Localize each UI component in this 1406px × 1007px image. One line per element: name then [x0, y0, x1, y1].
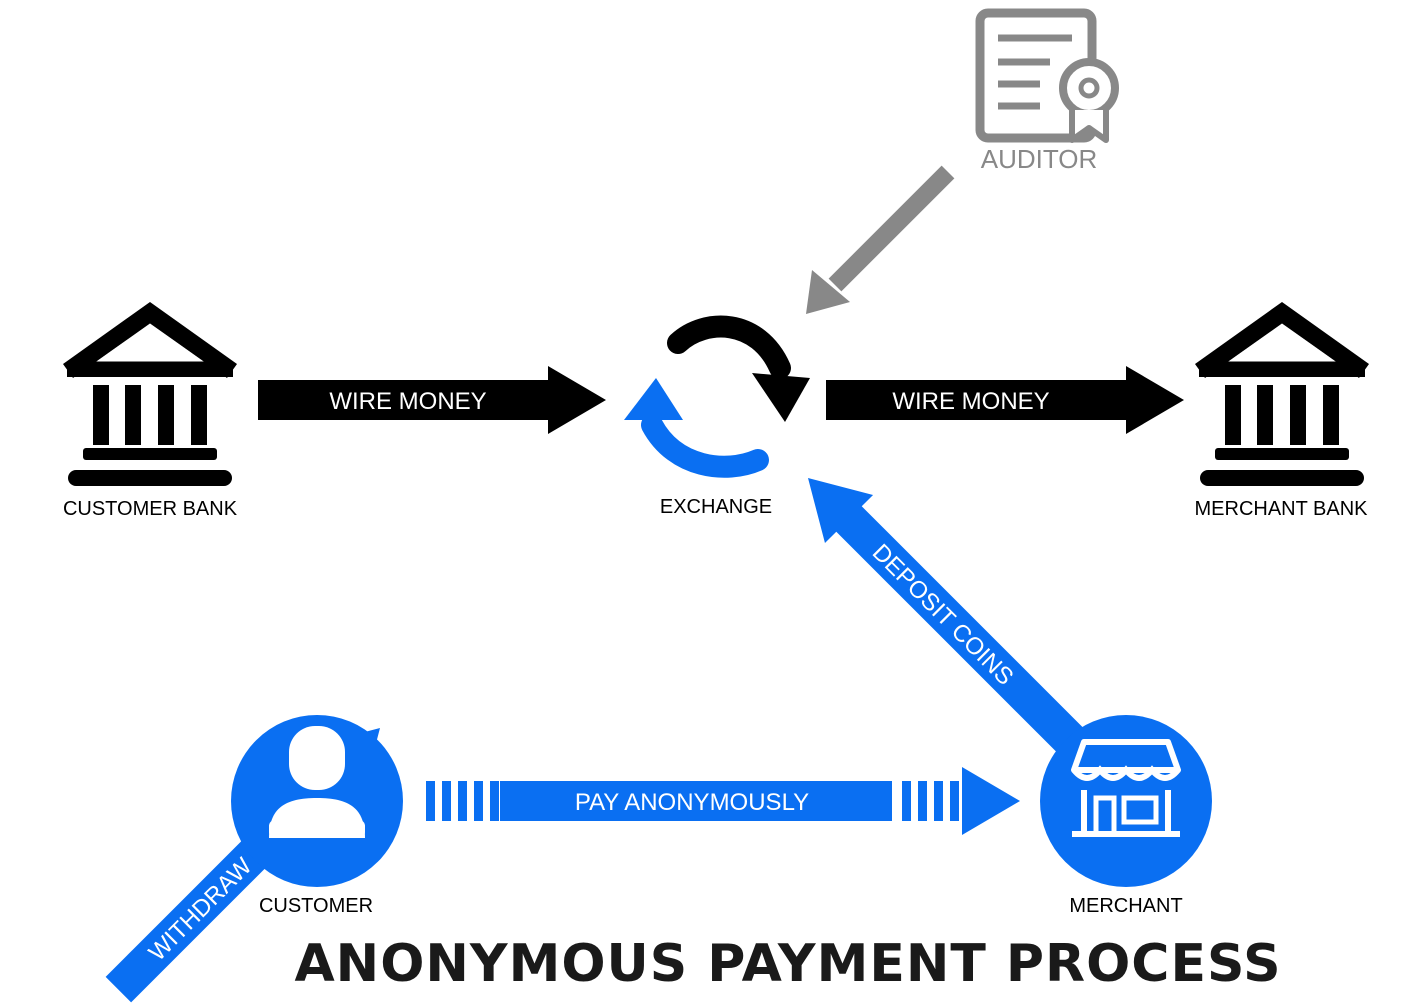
bank-icon: [1195, 302, 1369, 486]
person-icon: [269, 726, 365, 838]
merchant-label: MERCHANT: [1069, 895, 1182, 917]
wire-money-out-label: WIRE MONEY: [892, 388, 1049, 415]
deposit-coins-arrow: DEPOSIT COINS: [808, 478, 1107, 777]
pay-anonymously-arrow: PAY ANONYMOUSLY: [426, 767, 1020, 835]
wire-money-arrow-in: WIRE MONEY: [258, 366, 606, 434]
bank-icon: [63, 302, 237, 486]
exchange-label: EXCHANGE: [660, 496, 772, 518]
certificate-icon: [975, 8, 1119, 143]
deposit-coins-label: DEPOSIT COINS: [867, 539, 1019, 691]
pay-anonymously-label: PAY ANONYMOUSLY: [575, 789, 809, 816]
exchange-cycle-icon: [624, 315, 810, 478]
customer-label: CUSTOMER: [259, 895, 373, 917]
merchant-node: MERCHANT: [1040, 715, 1212, 917]
merchant-bank-label: MERCHANT BANK: [1195, 498, 1369, 520]
wire-money-arrow-out: WIRE MONEY: [826, 366, 1184, 434]
customer-bank-label: CUSTOMER BANK: [63, 498, 238, 520]
auditor-arrow: [806, 165, 955, 314]
auditor-label: AUDITOR: [981, 144, 1098, 174]
auditor-node: AUDITOR: [975, 8, 1119, 174]
customer-bank-node: CUSTOMER BANK: [63, 302, 238, 520]
exchange-node: EXCHANGE: [624, 315, 810, 518]
merchant-bank-node: MERCHANT BANK: [1195, 302, 1369, 520]
storefront-icon: [1071, 739, 1181, 837]
customer-node: CUSTOMER: [231, 715, 403, 917]
wire-money-in-label: WIRE MONEY: [329, 388, 486, 415]
diagram-title: ANONYMOUS PAYMENT PROCESS: [294, 934, 1282, 994]
